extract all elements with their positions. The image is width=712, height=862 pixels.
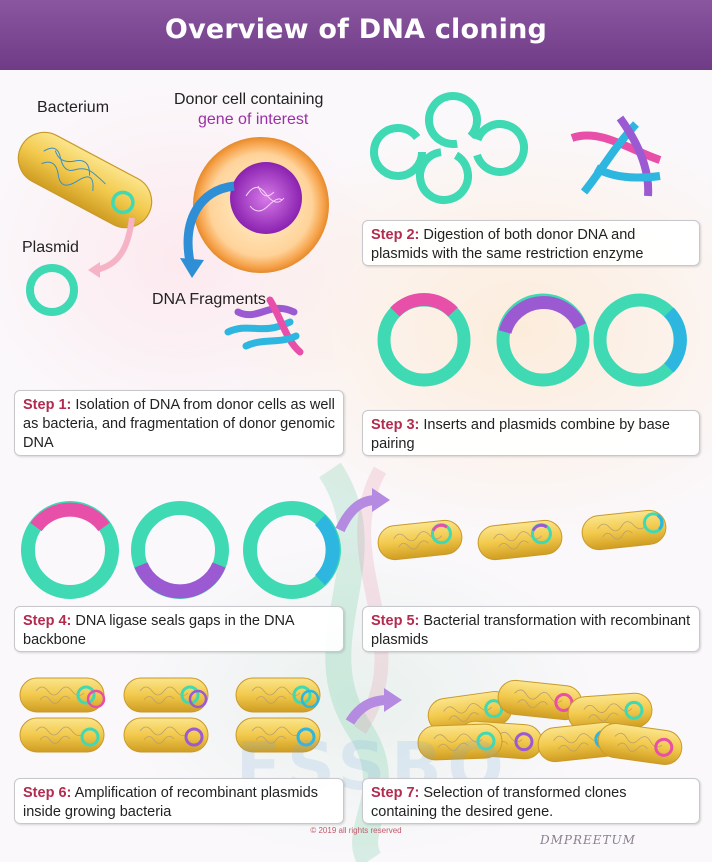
step-5-text: Bacterial transformation with recombinan… [371,613,691,648]
step-2-box: Step 2: Digestion of both donor DNA and … [362,220,700,266]
copyright-notice: © 2019 all rights reserved [310,826,402,835]
step-1-heading: Step 1: [23,397,72,413]
selected-clones [416,678,685,768]
step-6-text: Amplification of recombinant plasmids in… [23,785,318,820]
step-3-box: Step 3: Inserts and plasmids combine by … [362,410,700,456]
step-6-heading: Step 6: [23,785,72,801]
step-1-box: Step 1: Isolation of DNA from donor cell… [14,390,344,456]
page-title: Overview of DNA cloning [164,14,548,45]
cut-plasmids [370,92,528,204]
step-5-box: Step 5: Bacterial transformation with re… [362,606,700,652]
step-2-text: Digestion of both donor DNA and plasmids… [371,227,644,262]
donor-cell-label: Donor cell containing [174,91,324,108]
step-6-box: Step 6: Amplification of recombinant pla… [14,778,344,824]
step-7-box: Step 7: Selection of transformed clones … [362,778,700,824]
gene-of-interest-label: gene of interest [198,111,309,128]
step-3-heading: Step 3: [371,417,420,433]
step-7-text: Selection of transformed clones containi… [371,785,627,820]
author-signature: DMPREETUM [540,833,636,847]
step-4-box: Step 4: DNA ligase seals gaps in the DNA… [14,606,344,652]
step-4-heading: Step 4: [23,613,72,629]
dna-fragments-label: DNA Fragments [152,291,266,308]
step-5-heading: Step 5: [371,613,420,629]
plasmid-ring [26,264,78,316]
step-4-text: DNA ligase seals gaps in the DNA backbon… [23,613,294,648]
plasmid-label: Plasmid [22,239,79,256]
cut-donor-fragments [570,115,662,197]
paired-plasmids [377,293,687,387]
step-2-heading: Step 2: [371,227,420,243]
transformed-bacteria [375,508,669,562]
bacterium-large [17,131,153,229]
ligated-plasmids [21,501,341,599]
fragment-arrow [183,181,235,263]
growing-bacteria [19,677,321,753]
dna-fragments [224,296,304,356]
bacterium-label: Bacterium [37,99,110,116]
step-3-text: Inserts and plasmids combine by base pai… [371,417,670,452]
step-7-heading: Step 7: [371,785,420,801]
donor-cell [193,137,329,273]
header-banner: Overview of DNA cloning [0,0,712,70]
extract-arrow [95,217,135,273]
step-1-text: Isolation of DNA from donor cells as wel… [23,397,335,451]
